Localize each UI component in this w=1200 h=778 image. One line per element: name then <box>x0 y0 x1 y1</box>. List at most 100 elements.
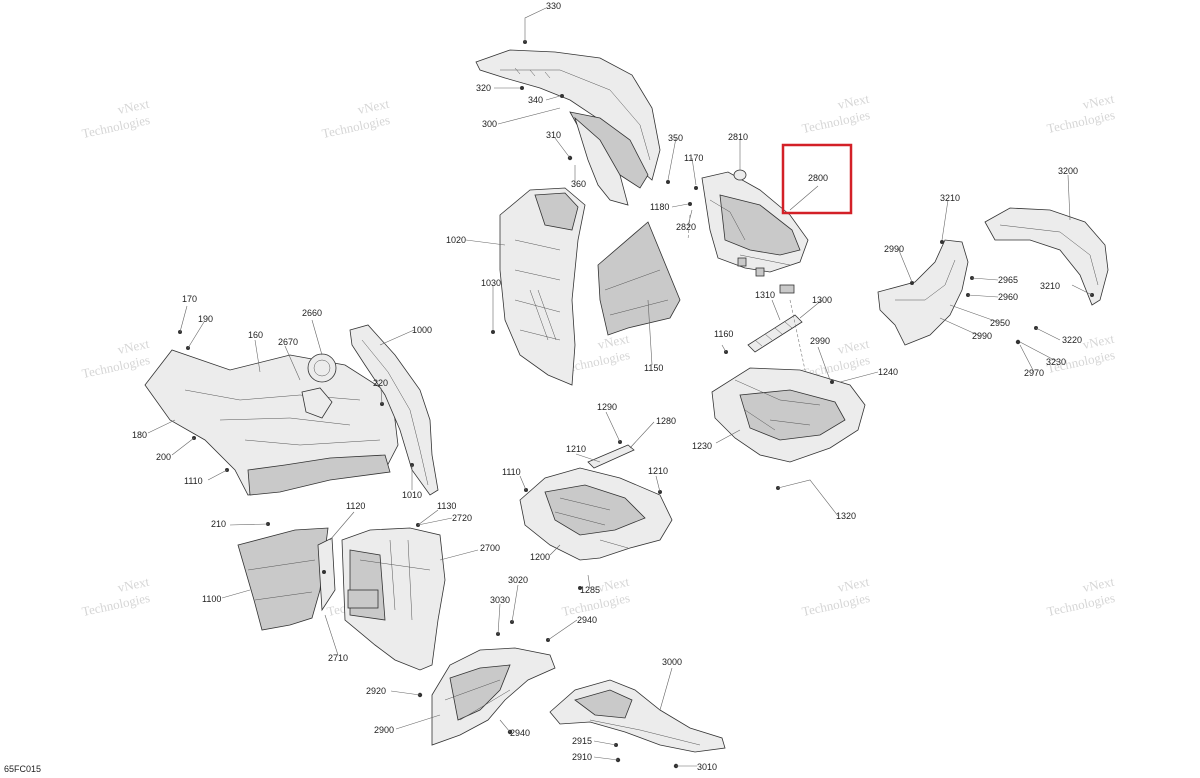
callout-1150[interactable]: 1150 <box>644 363 663 373</box>
callout-2990[interactable]: 2990 <box>810 336 830 346</box>
callout-170[interactable]: 170 <box>182 294 197 304</box>
callout-2960[interactable]: 2960 <box>998 292 1018 302</box>
callout-2720[interactable]: 2720 <box>452 513 472 523</box>
callout-2910[interactable]: 2910 <box>572 752 592 762</box>
svg-text:vNext: vNext <box>1081 331 1116 352</box>
watermark: vNext Technologies <box>80 336 151 381</box>
watermark: vNext Technologies <box>320 96 391 141</box>
svg-text:Technologies: Technologies <box>1045 590 1116 619</box>
svg-text:vNext: vNext <box>116 336 151 357</box>
callout-3230[interactable]: 3230 <box>1046 357 1066 367</box>
part-illustrations <box>144 40 1109 769</box>
callout-3030[interactable]: 3030 <box>490 595 510 605</box>
callout-1240[interactable]: 1240 <box>878 367 898 377</box>
svg-text:vNext: vNext <box>356 96 391 117</box>
callout-1310[interactable]: 1310 <box>755 290 775 300</box>
svg-text:vNext: vNext <box>596 574 631 595</box>
svg-text:vNext: vNext <box>836 91 871 112</box>
callout-2800[interactable]: 2800 <box>808 173 828 183</box>
callout-3210[interactable]: 3210 <box>1040 281 1060 291</box>
callout-1130[interactable]: 1130 <box>437 501 456 511</box>
callout-labels: 330 320 340 300 310 360 350 1170 2810 28… <box>132 1 1082 772</box>
callout-300[interactable]: 300 <box>482 119 497 129</box>
callout-3010[interactable]: 3010 <box>697 762 717 772</box>
part-1150-panel <box>597 221 681 336</box>
callout-1320[interactable]: 1320 <box>836 511 856 521</box>
svg-text:Technologies: Technologies <box>800 590 871 619</box>
callout-1210[interactable]: 1210 <box>648 466 668 476</box>
svg-text:Technologies: Technologies <box>1045 107 1116 136</box>
callout-200[interactable]: 200 <box>156 452 171 462</box>
callout-2820[interactable]: 2820 <box>676 222 696 232</box>
callout-2990[interactable]: 2990 <box>884 244 904 254</box>
callout-2810[interactable]: 2810 <box>728 132 748 142</box>
callout-1030[interactable]: 1030 <box>481 278 501 288</box>
svg-text:vNext: vNext <box>116 574 151 595</box>
callout-3220[interactable]: 3220 <box>1062 335 1082 345</box>
svg-text:vNext: vNext <box>116 96 151 117</box>
callout-220[interactable]: 220 <box>373 378 388 388</box>
callout-1290[interactable]: 1290 <box>597 402 617 412</box>
callout-1230[interactable]: 1230 <box>692 441 712 451</box>
callout-1170[interactable]: 1170 <box>684 153 703 163</box>
callout-1160[interactable]: 1160 <box>714 329 733 339</box>
callout-2900[interactable]: 2900 <box>374 725 394 735</box>
callout-3020[interactable]: 3020 <box>508 575 528 585</box>
callout-1110[interactable]: 1110 <box>184 476 203 486</box>
callout-2950[interactable]: 2950 <box>990 318 1010 328</box>
svg-text:vNext: vNext <box>596 331 631 352</box>
svg-text:Technologies: Technologies <box>320 112 391 141</box>
part-1300-strip <box>747 314 803 353</box>
callout-1300[interactable]: 1300 <box>812 295 832 305</box>
watermark: vNext Technologies <box>80 96 151 141</box>
callout-3000[interactable]: 3000 <box>662 657 682 667</box>
callout-340[interactable]: 340 <box>528 95 543 105</box>
callout-2965[interactable]: 2965 <box>998 275 1018 285</box>
callout-350[interactable]: 350 <box>668 133 683 143</box>
svg-text:Technologies: Technologies <box>800 107 871 136</box>
part-1020-side-panel <box>499 187 586 386</box>
part-160-side-panel <box>144 349 399 496</box>
svg-text:Technologies: Technologies <box>80 112 151 141</box>
callout-1285[interactable]: 1285 <box>580 585 600 595</box>
callout-2915[interactable]: 2915 <box>572 736 592 746</box>
callout-180[interactable]: 180 <box>132 430 147 440</box>
watermark: vNext Technologies <box>800 91 871 136</box>
callout-1210[interactable]: 1210 <box>566 444 586 454</box>
callout-1000[interactable]: 1000 <box>412 325 432 335</box>
callout-360[interactable]: 360 <box>571 179 586 189</box>
callout-2670[interactable]: 2670 <box>278 337 298 347</box>
callout-1120[interactable]: 1120 <box>346 501 365 511</box>
part-1100-panel <box>237 527 336 631</box>
callout-2970[interactable]: 2970 <box>1024 368 1044 378</box>
callout-2940[interactable]: 2940 <box>510 728 530 738</box>
svg-text:vNext: vNext <box>1081 91 1116 112</box>
watermark: vNext Technologies <box>560 574 631 619</box>
callout-2710[interactable]: 2710 <box>328 653 348 663</box>
callout-3200[interactable]: 3200 <box>1058 166 1078 176</box>
callout-320[interactable]: 320 <box>476 83 491 93</box>
callout-310[interactable]: 310 <box>546 130 561 140</box>
watermark: vNext Technologies <box>1045 91 1116 136</box>
callout-1020[interactable]: 1020 <box>446 235 466 245</box>
callout-1280[interactable]: 1280 <box>656 416 676 426</box>
callout-2700[interactable]: 2700 <box>480 543 500 553</box>
callout-2990[interactable]: 2990 <box>972 331 992 341</box>
part-2950-bracket <box>877 239 969 346</box>
callout-1100[interactable]: 1100 <box>202 594 221 604</box>
callout-1180[interactable]: 1180 <box>650 202 669 212</box>
callout-210[interactable]: 210 <box>211 519 226 529</box>
callout-3210[interactable]: 3210 <box>940 193 960 203</box>
callout-160[interactable]: 160 <box>248 330 263 340</box>
callout-330[interactable]: 330 <box>546 1 561 11</box>
callout-1110[interactable]: 1110 <box>502 467 521 477</box>
watermark: vNext Technologies <box>80 574 151 619</box>
part-1230-floor-frame <box>711 367 866 463</box>
callout-190[interactable]: 190 <box>198 314 213 324</box>
callout-2940[interactable]: 2940 <box>577 615 597 625</box>
callout-1200[interactable]: 1200 <box>530 552 550 562</box>
callout-2660[interactable]: 2660 <box>302 308 322 318</box>
callout-1010[interactable]: 1010 <box>402 490 422 500</box>
callout-2920[interactable]: 2920 <box>366 686 386 696</box>
